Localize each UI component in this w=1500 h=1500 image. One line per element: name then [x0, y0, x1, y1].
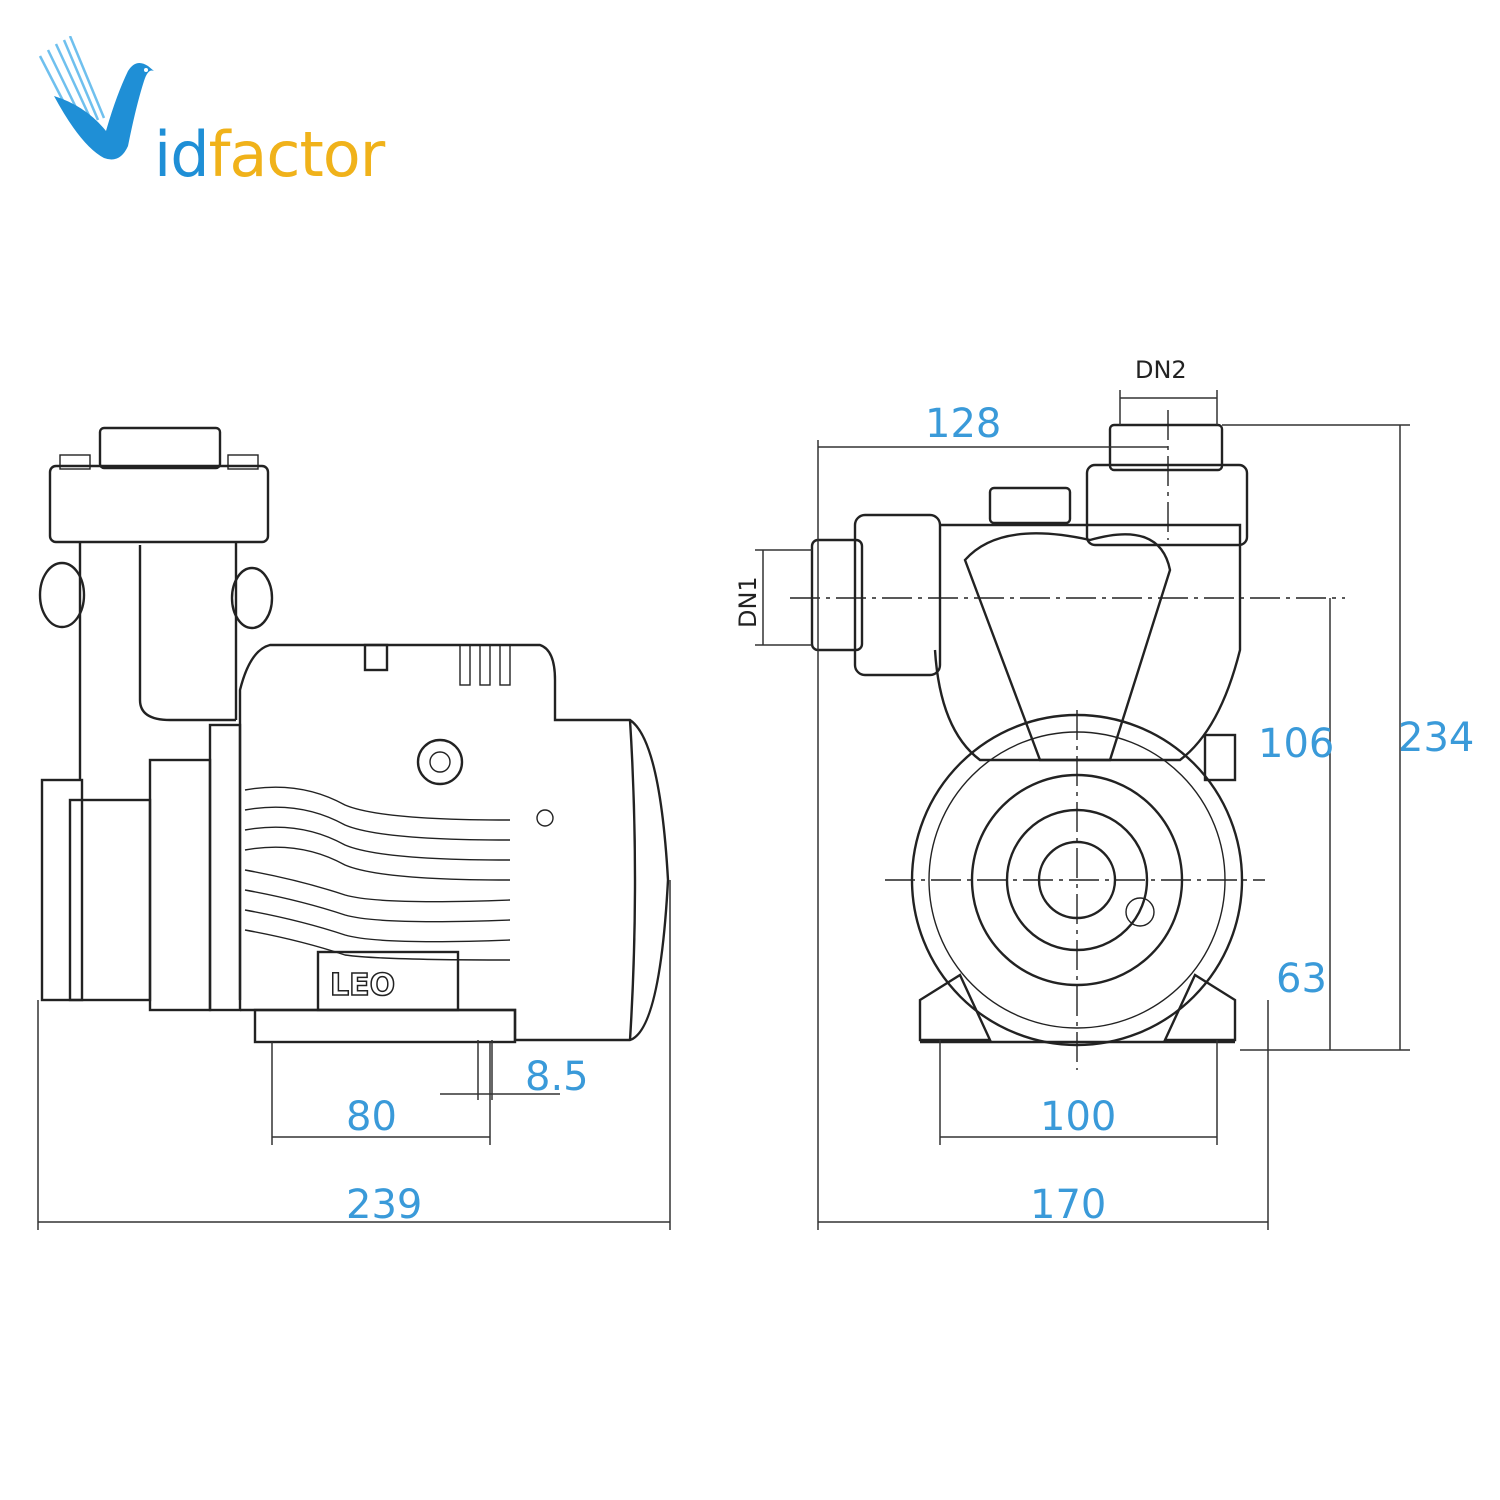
front-view: 128 DN2 DN1 106 234 63 100 170: [734, 356, 1474, 1230]
dim-outlet-dn2: DN2: [1135, 356, 1187, 384]
dim-inlet-dn1: DN1: [734, 576, 762, 628]
vidfactor-logo: idfactor: [36, 35, 385, 191]
dim-overall-width: 170: [1030, 1182, 1106, 1228]
dim-overall-length: 239: [346, 1182, 422, 1228]
bird-logo-icon: [38, 35, 154, 160]
dim-overall-height: 234: [1398, 715, 1474, 761]
dim-foot-spacing-front: 100: [1040, 1094, 1116, 1140]
side-view: LEO 239 80 8.5: [37, 426, 671, 1230]
logo-factor-text: factor: [208, 118, 386, 191]
dim-inlet-height: 106: [1258, 721, 1334, 767]
cooling-fins: [244, 786, 511, 961]
leo-brand-label: LEO: [330, 968, 395, 1003]
dim-shaft-height: 63: [1276, 956, 1327, 1002]
logo-id-text: id: [154, 118, 210, 191]
dim-to-outlet: 128: [925, 401, 1001, 447]
logo-wordmark: idfactor: [154, 118, 386, 191]
dim-foot-spacing: 80: [346, 1094, 397, 1140]
dim-foot-hole: 8.5: [525, 1054, 589, 1100]
